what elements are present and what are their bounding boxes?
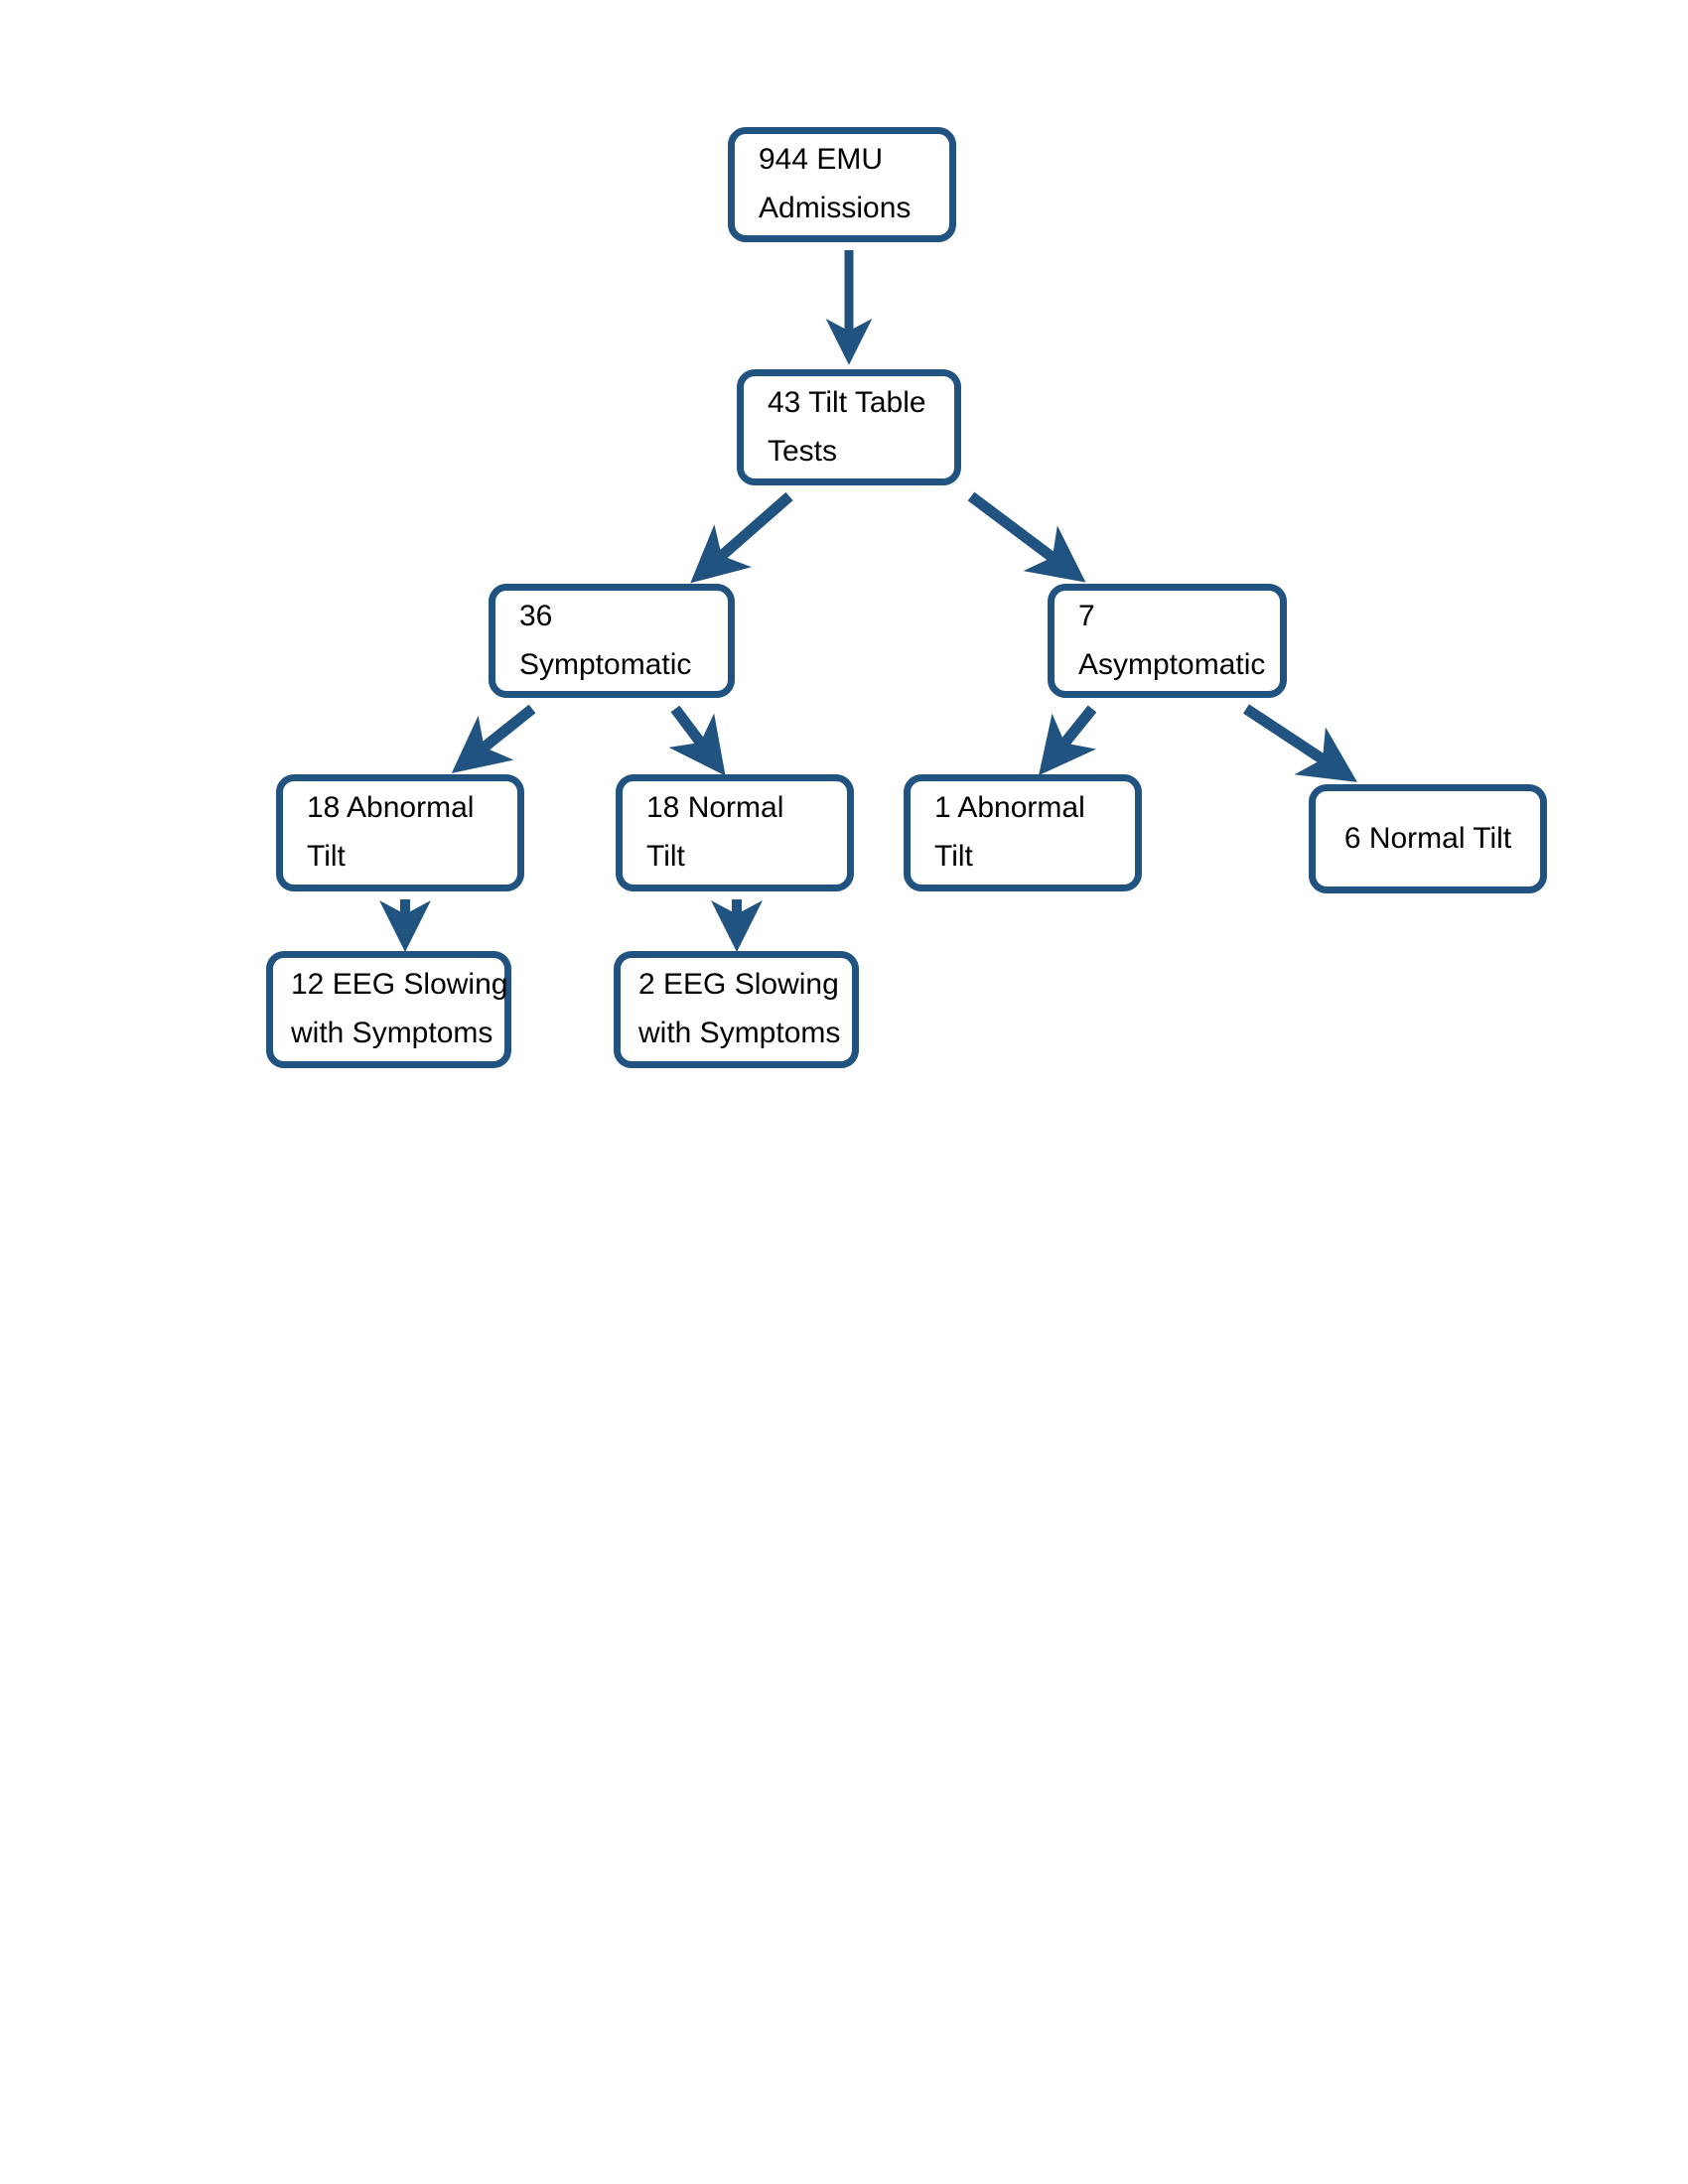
node-tilt-table-tests-line1: 43 Tilt Table <box>768 385 926 419</box>
edge-asymptomatic-to-abnormal-tilt <box>1039 705 1097 776</box>
node-asymptomatic-line2: Asymptomatic <box>1078 647 1266 681</box>
node-sympt-normal-tilt[interactable]: 18 Normal Tilt <box>616 774 854 891</box>
node-eeg-slowing-normal[interactable]: 2 EEG Slowing with Symptoms <box>614 951 859 1068</box>
edge-tilt-tests-to-asymptomatic <box>967 491 1086 583</box>
edge-symptomatic-to-abnormal-tilt <box>451 704 536 773</box>
node-symptomatic-line2: Symptomatic <box>519 647 692 681</box>
edge-symptomatic-to-normal-tilt <box>668 705 726 776</box>
node-asympt-normal-tilt[interactable]: 6 Normal Tilt <box>1309 784 1547 893</box>
node-emu-admissions[interactable]: 944 EMU Admissions <box>728 127 956 242</box>
node-eeg-slowing-abnormal-line2: with Symptoms <box>291 1017 493 1049</box>
node-tilt-table-tests-line2: Tests <box>768 434 838 468</box>
node-asympt-abnormal-tilt[interactable]: 1 Abnormal Tilt <box>904 774 1142 891</box>
node-sympt-abnormal-tilt-line1: 18 Abnormal <box>307 791 475 825</box>
node-sympt-normal-tilt-line1: 18 Normal <box>646 791 784 825</box>
node-asympt-abnormal-tilt-line1: 1 Abnormal <box>934 791 1085 825</box>
node-eeg-slowing-normal-line1: 2 EEG Slowing <box>638 968 839 1002</box>
node-symptomatic-line1: 36 <box>519 599 553 632</box>
node-asymptomatic-line1: 7 <box>1078 599 1095 632</box>
edge-asymptomatic-to-normal-tilt <box>1242 704 1357 782</box>
node-asymptomatic[interactable]: 7 Asymptomatic <box>1048 584 1287 698</box>
node-asympt-abnormal-tilt-line2: Tilt <box>934 840 973 873</box>
node-tilt-table-tests[interactable]: 43 Tilt Table Tests <box>737 369 961 485</box>
node-asympt-normal-tilt-line1: 6 Normal Tilt <box>1343 821 1512 855</box>
node-eeg-slowing-abnormal-line1: 12 EEG Slowing <box>291 968 508 1002</box>
edge-tilt-tests-to-symptomatic <box>690 491 793 584</box>
node-sympt-abnormal-tilt-line2: Tilt <box>307 840 346 873</box>
node-eeg-slowing-normal-line2: with Symptoms <box>638 1017 841 1049</box>
node-emu-admissions-line1: 944 EMU <box>759 143 884 177</box>
node-sympt-abnormal-tilt[interactable]: 18 Abnormal Tilt <box>276 774 524 891</box>
node-sympt-normal-tilt-line2: Tilt <box>646 840 685 873</box>
node-emu-admissions-line2: Admissions <box>759 192 912 224</box>
node-eeg-slowing-abnormal[interactable]: 12 EEG Slowing with Symptoms <box>266 951 511 1068</box>
node-symptomatic[interactable]: 36 Symptomatic <box>489 584 735 698</box>
